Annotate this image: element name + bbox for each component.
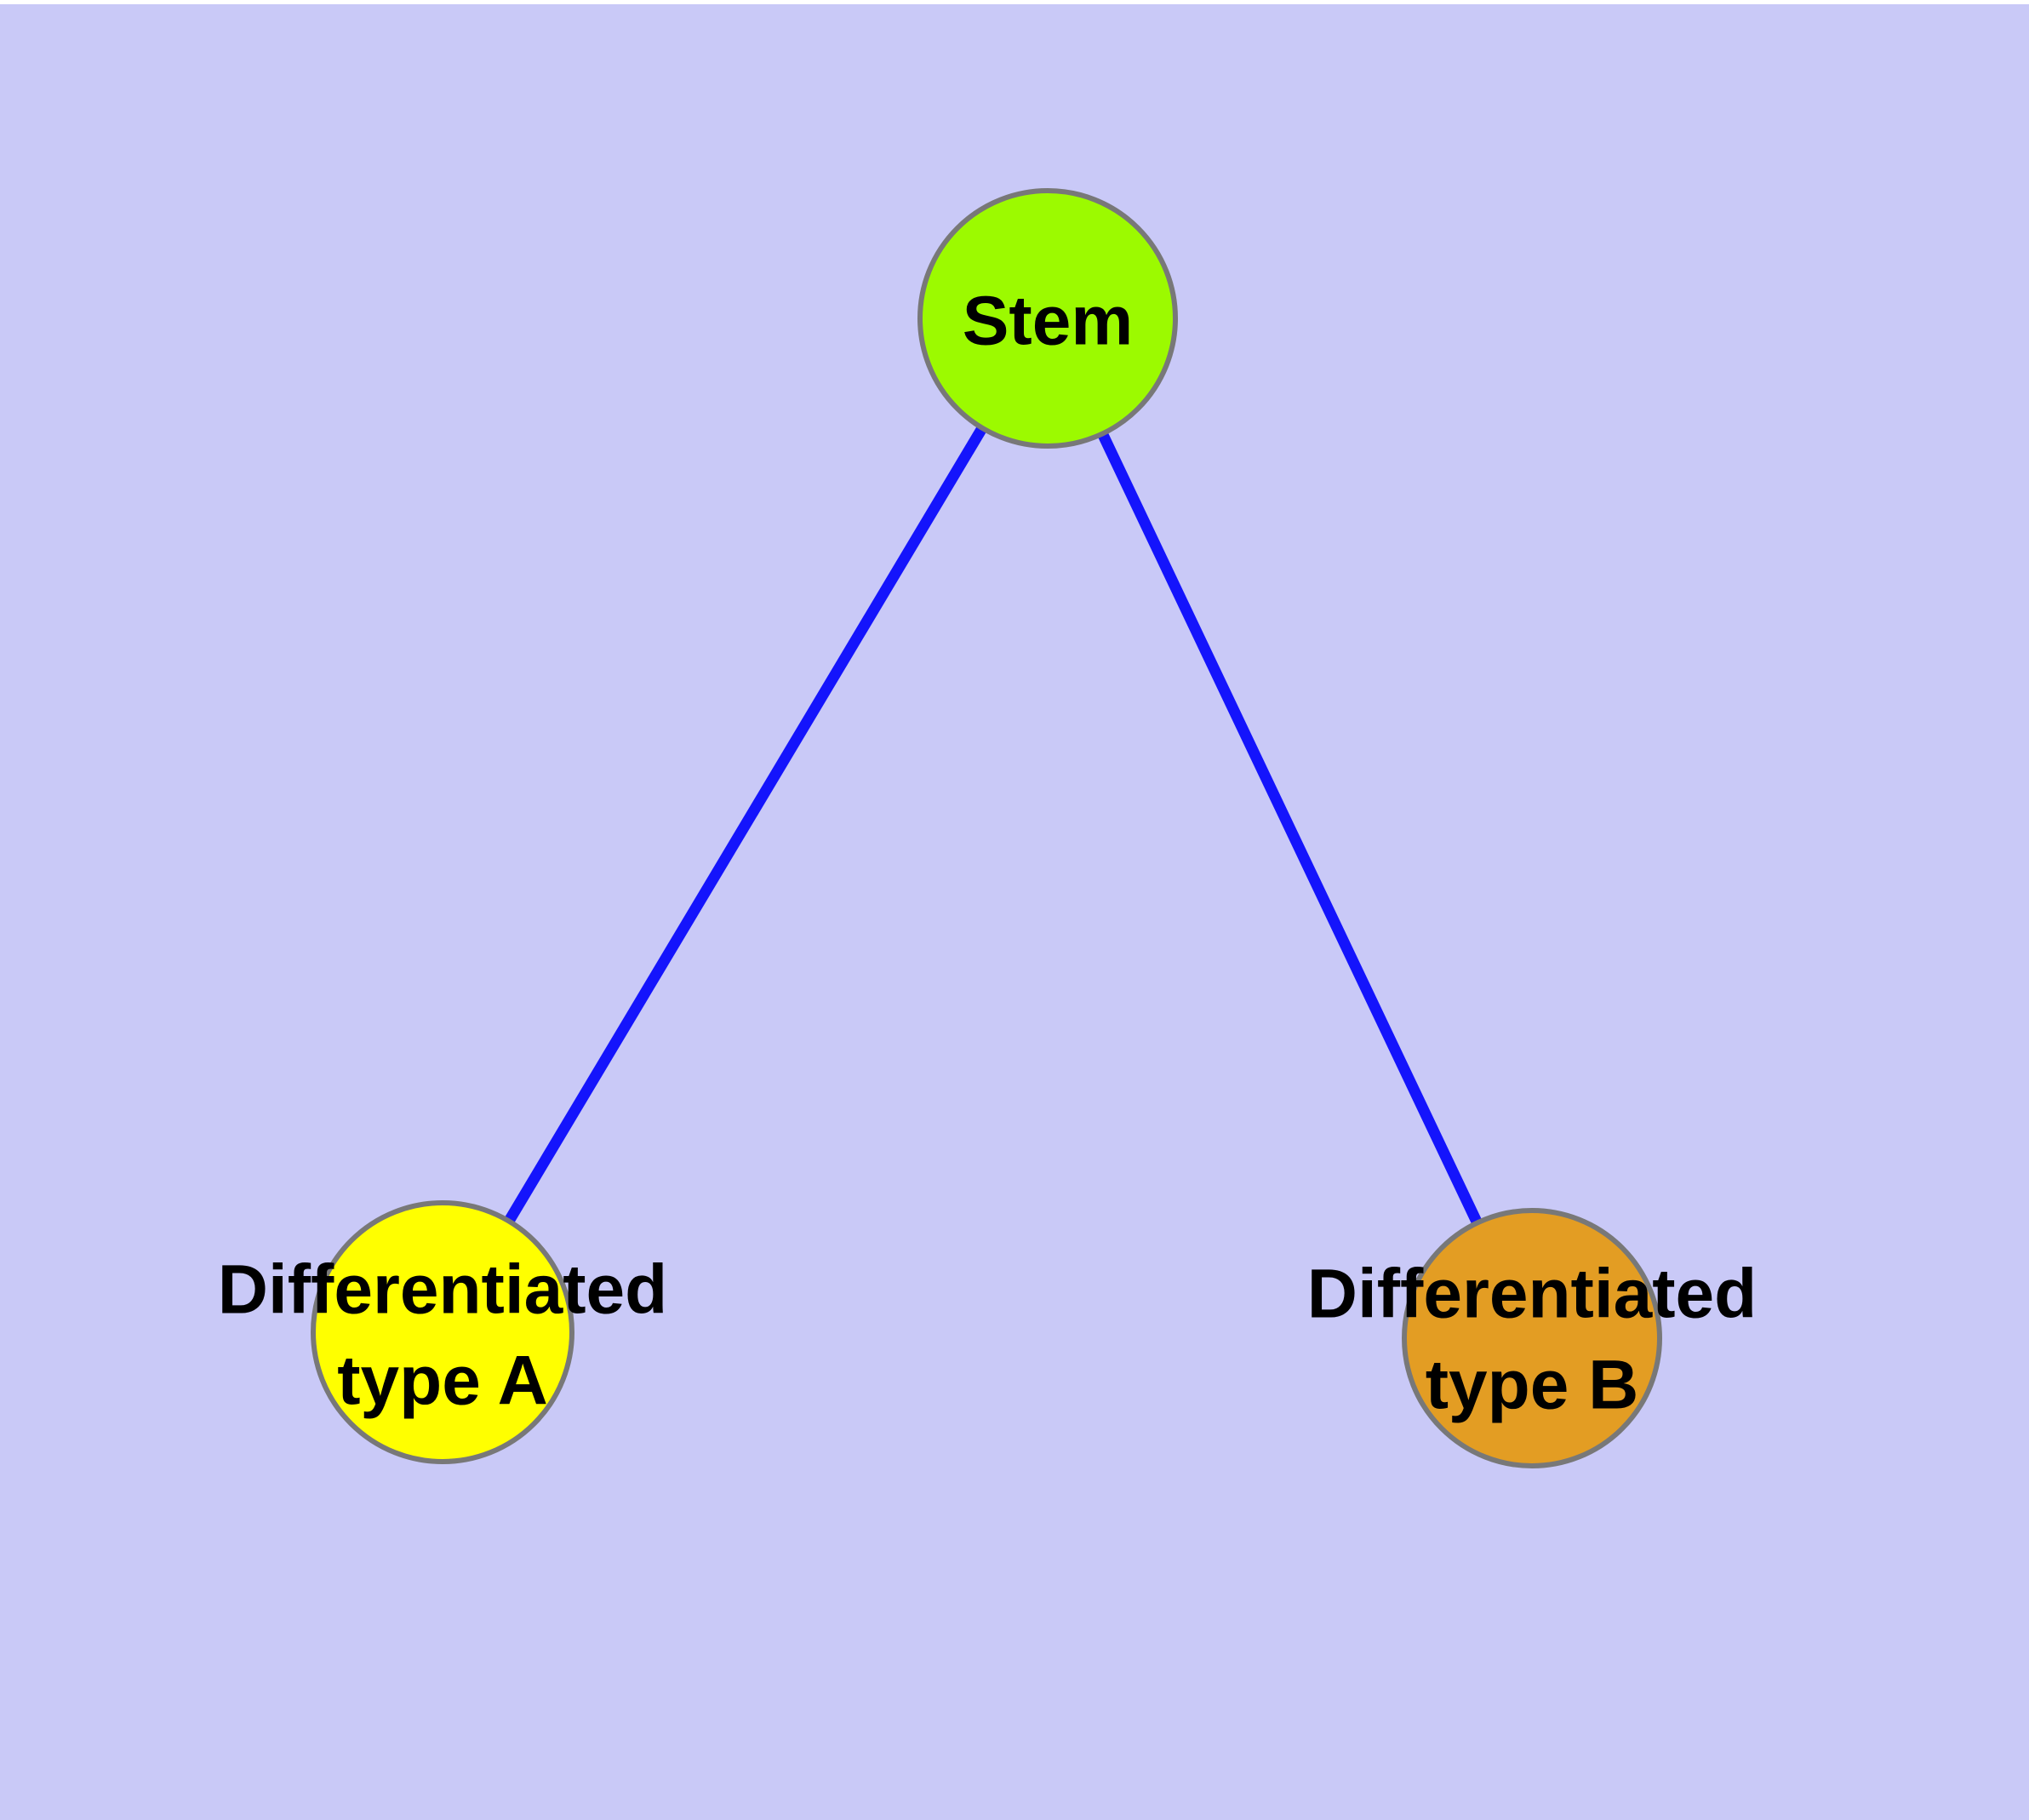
- figure-top-margin: [0, 0, 2029, 4]
- node-stem-circle[interactable]: [917, 188, 1178, 449]
- node-differentiated-type-b[interactable]: Differentiated type B: [1307, 1208, 1758, 1468]
- edge-stem-to-type-b: [1043, 316, 1537, 1341]
- node-differentiated-type-a-label-line1: Differentiated: [218, 1251, 668, 1329]
- node-differentiated-type-b-label-line2: type B: [1426, 1347, 1639, 1424]
- node-differentiated-type-b-circle[interactable]: [1402, 1208, 1662, 1468]
- node-differentiated-type-a-label-line2: type A: [337, 1342, 548, 1420]
- node-differentiated-type-a[interactable]: Differentiated type A: [218, 1200, 668, 1464]
- node-differentiated-type-b-label-line1: Differentiated: [1307, 1256, 1758, 1333]
- node-differentiated-type-a-circle[interactable]: [311, 1200, 574, 1464]
- node-stem[interactable]: Stem: [917, 188, 1178, 449]
- node-stem-label: Stem: [963, 283, 1134, 360]
- edge-stem-to-type-a: [437, 315, 1053, 1336]
